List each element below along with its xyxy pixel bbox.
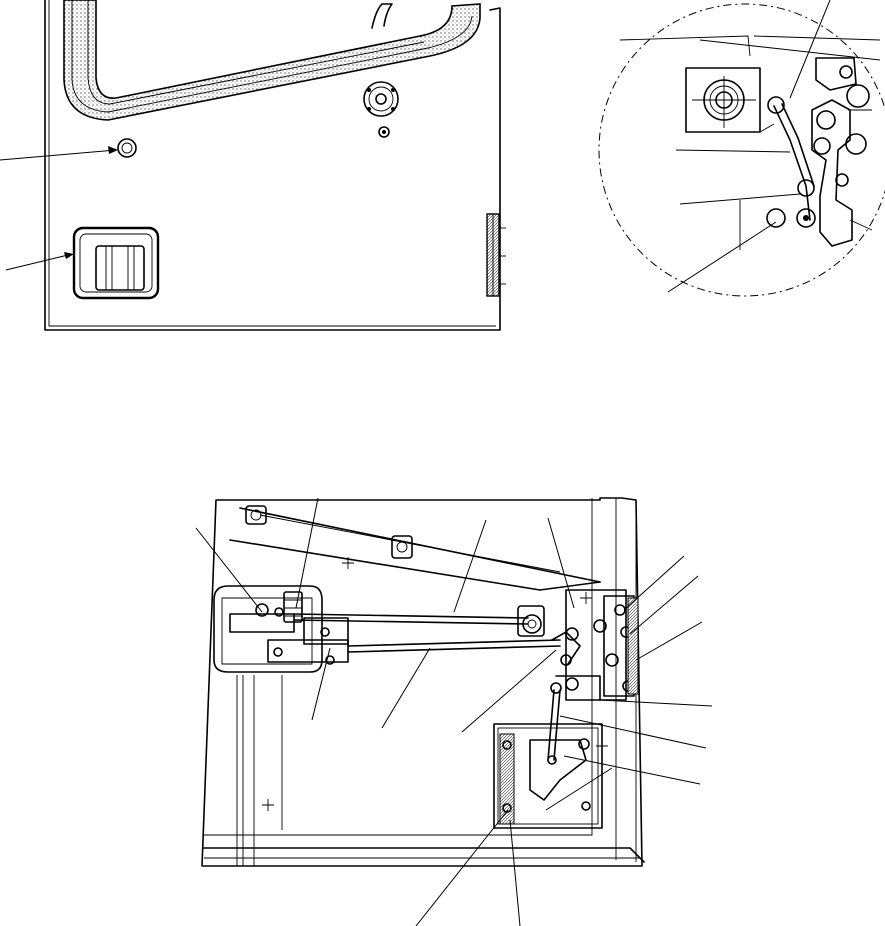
door-outside-view [0, 0, 506, 331]
bell-crank-icon [517, 605, 545, 637]
lower-lock-icon [493, 723, 603, 829]
inside-handle-icon [255, 591, 349, 665]
lock-cylinder-icon [363, 81, 399, 138]
door-inside-view [195, 497, 713, 926]
hinge-icon [486, 213, 506, 297]
window-frame-channel [63, 0, 481, 121]
latch-assembly-icon [551, 589, 639, 701]
latch-mechanism-icon [692, 57, 873, 250]
bolt-icon [117, 138, 137, 158]
clip-icon [245, 505, 413, 559]
door-handle-icon [72, 226, 160, 300]
crosshair-marks [262, 557, 608, 811]
latch-detail-view [598, 0, 885, 297]
